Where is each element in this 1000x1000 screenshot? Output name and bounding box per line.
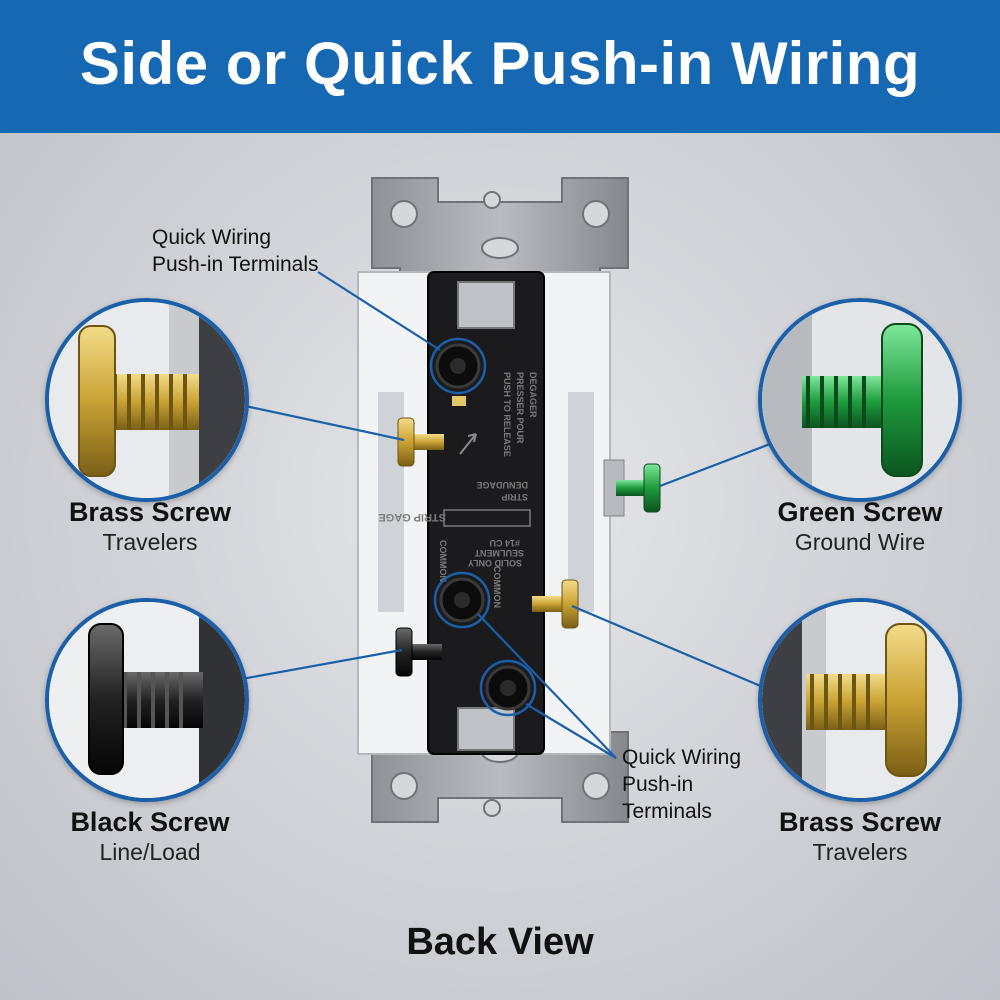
zoom-brass-screw-right <box>758 598 962 802</box>
label-green-screw-right: Green Screw Ground Wire <box>740 496 980 556</box>
callout-bottom-line2: Push-in <box>622 773 694 796</box>
header-banner: Side or Quick Push-in Wiring <box>0 0 1000 133</box>
callout-top-line2: Push-in Terminals <box>152 253 319 276</box>
push-in-terminal-top <box>435 343 481 389</box>
page-title: Side or Quick Push-in Wiring <box>79 30 921 97</box>
callout-top-line1: Quick Wiring <box>152 226 272 249</box>
label-brass-screw-left: Brass Screw Travelers <box>40 496 260 556</box>
callout-bottom-terminals: Quick Wiring Push-in Terminals <box>622 744 741 825</box>
highlight-ring-top <box>429 337 487 395</box>
arrow-icon <box>459 433 477 455</box>
switch-text-release-1: PUSH TO RELEASE <box>502 372 512 457</box>
callout-top-terminals: Quick Wiring Push-in Terminals <box>152 224 319 278</box>
switch-text-strip-1: STRIP <box>501 492 528 502</box>
highlight-ring-middle <box>433 571 491 629</box>
zoom-brass-screw-left <box>45 298 249 502</box>
highlight-ring-bottom <box>479 659 537 717</box>
switch-text-strip-2: DENUDAGE <box>476 480 528 490</box>
back-view-caption: Back View <box>406 921 594 963</box>
leader-lines <box>235 271 771 759</box>
label-green-right-title: Green Screw <box>777 497 943 527</box>
switch-text-gage: STRIP GAGE <box>378 511 446 523</box>
label-brass-right-title: Brass Screw <box>778 807 942 837</box>
label-green-right-subtitle: Ground Wire <box>794 529 926 555</box>
callout-bottom-line3: Terminals <box>622 800 712 823</box>
label-black-screw-left: Black Screw Line/Load <box>40 806 260 866</box>
switch-text-release-3: DEGAGER <box>528 372 538 418</box>
label-brass-left-title: Brass Screw <box>68 497 232 527</box>
strip-gage-box <box>443 509 531 527</box>
switch-text-common-2: COMMON <box>492 566 502 608</box>
black-screw-left <box>395 627 442 677</box>
green-screw-right <box>603 459 661 517</box>
zoom-green-screw-right <box>758 298 962 502</box>
label-brass-screw-right: Brass Screw Travelers <box>740 806 980 866</box>
switch-text-wire-3: SOLID ONLY <box>468 558 522 568</box>
label-black-left-subtitle: Line/Load <box>99 839 201 865</box>
switch-text-wire-1: #14 CU <box>489 538 520 548</box>
zoom-black-screw-left <box>45 598 249 802</box>
side-rail-right <box>568 392 594 612</box>
label-brass-right-subtitle: Travelers <box>812 839 908 865</box>
brass-screw-right <box>532 579 579 629</box>
switch-text-release-2: PRESSER POUR <box>515 372 525 444</box>
switch-text-common-1: COMMON <box>438 540 448 582</box>
label-brass-left-subtitle: Travelers <box>102 529 198 555</box>
push-in-terminal-middle <box>439 577 485 623</box>
label-black-left-title: Black Screw <box>70 807 230 837</box>
push-in-terminal-bottom <box>485 665 531 711</box>
callout-bottom-line1: Quick Wiring <box>622 746 742 769</box>
switch-text-wire-2: SEULMENT <box>474 548 524 558</box>
brass-screw-left <box>397 417 444 467</box>
